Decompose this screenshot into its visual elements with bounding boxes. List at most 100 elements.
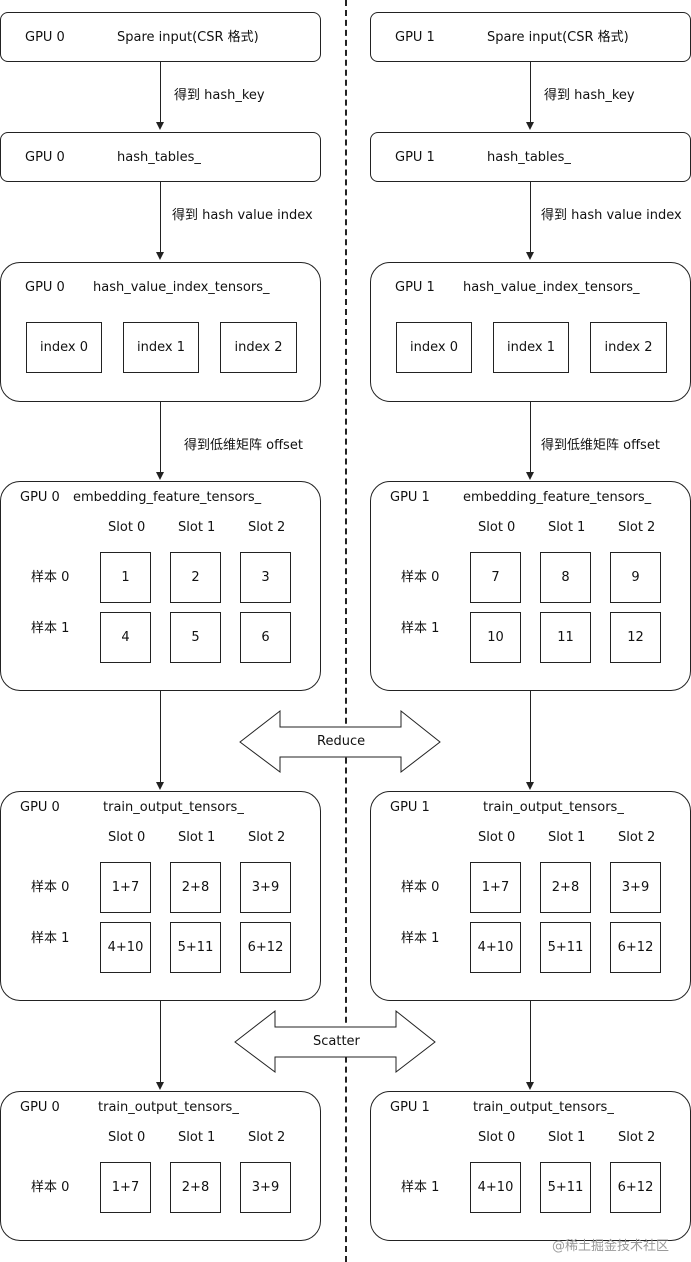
tensor-cell: 8 bbox=[540, 552, 591, 603]
slot-header: Slot 0 bbox=[108, 1130, 146, 1145]
tensor-cell: 3+9 bbox=[610, 862, 661, 913]
arrow-line bbox=[160, 691, 161, 784]
tensor-cell: 3 bbox=[240, 552, 291, 603]
gpu-label: GPU 0 bbox=[20, 800, 60, 815]
arrow-line bbox=[530, 62, 531, 124]
gpu1-train-output-box: GPU 1 train_output_tensors_ Slot 0 Slot … bbox=[370, 791, 691, 1001]
slot-header: Slot 1 bbox=[548, 1130, 586, 1145]
arrow-head bbox=[526, 472, 534, 480]
gpu1-hash-tables-box: GPU 1 hash_tables_ bbox=[370, 132, 691, 182]
arrow-head bbox=[156, 252, 164, 260]
slot-header: Slot 0 bbox=[478, 1130, 516, 1145]
slot-header: Slot 1 bbox=[548, 830, 586, 845]
gpu0-hash-value-index-box: GPU 0 hash_value_index_tensors_ index 0 … bbox=[0, 262, 321, 402]
box-title: embedding_feature_tensors_ bbox=[463, 490, 652, 505]
tensor-cell: 6+12 bbox=[610, 1162, 661, 1213]
edge-label-hash-key: 得到 hash_key bbox=[174, 88, 265, 104]
tensor-cell: 1+7 bbox=[100, 862, 151, 913]
scatter-label: Scatter bbox=[313, 1034, 360, 1049]
index-cell: index 1 bbox=[493, 322, 569, 373]
sample-label: 样本 1 bbox=[401, 1180, 440, 1195]
watermark: @稀土掘金技术社区 bbox=[551, 1239, 669, 1254]
sample-label: 样本 1 bbox=[31, 931, 70, 946]
slot-header: Slot 2 bbox=[248, 830, 286, 845]
tensor-cell: 9 bbox=[610, 552, 661, 603]
scatter-double-arrow bbox=[234, 1009, 436, 1074]
arrow-head bbox=[526, 1082, 534, 1090]
reduce-double-arrow bbox=[239, 709, 441, 774]
slot-header: Slot 0 bbox=[478, 830, 516, 845]
gpu1-input-box: GPU 1 Spare input(CSR 格式) bbox=[370, 12, 691, 62]
slot-header: Slot 2 bbox=[248, 520, 286, 535]
gpu-label: GPU 1 bbox=[395, 30, 435, 45]
tensor-cell: 5+11 bbox=[540, 922, 591, 973]
tensor-cell: 10 bbox=[470, 612, 521, 663]
gpu0-input-box: GPU 0 Spare input(CSR 格式) bbox=[0, 12, 321, 62]
tensor-cell: 3+9 bbox=[240, 862, 291, 913]
arrow-line bbox=[530, 1001, 531, 1084]
tensor-cell: 5+11 bbox=[170, 922, 221, 973]
slot-header: Slot 0 bbox=[478, 520, 516, 535]
gpu-label: GPU 1 bbox=[390, 1100, 430, 1115]
box-title: train_output_tensors_ bbox=[103, 800, 244, 815]
tensor-cell: 12 bbox=[610, 612, 661, 663]
edge-label-offset: 得到低维矩阵 offset bbox=[184, 438, 303, 454]
tensor-cell: 6+12 bbox=[240, 922, 291, 973]
slot-header: Slot 2 bbox=[618, 1130, 656, 1145]
index-cell: index 0 bbox=[396, 322, 472, 373]
arrow-line bbox=[160, 1001, 161, 1084]
box-title: train_output_tensors_ bbox=[483, 800, 624, 815]
box-title: hash_value_index_tensors_ bbox=[93, 280, 270, 295]
reduce-label: Reduce bbox=[317, 734, 366, 749]
arrow-head bbox=[156, 122, 164, 130]
tensor-cell: 4 bbox=[100, 612, 151, 663]
tensor-cell: 2+8 bbox=[540, 862, 591, 913]
box-title: Spare input(CSR 格式) bbox=[487, 30, 629, 45]
slot-header: Slot 1 bbox=[178, 830, 216, 845]
gpu-label: GPU 1 bbox=[390, 490, 430, 505]
sample-label: 样本 0 bbox=[31, 1180, 70, 1195]
box-title: hash_value_index_tensors_ bbox=[463, 280, 640, 295]
slot-header: Slot 2 bbox=[248, 1130, 286, 1145]
slot-header: Slot 2 bbox=[618, 520, 656, 535]
sample-label: 样本 0 bbox=[401, 570, 440, 585]
arrow-head bbox=[156, 472, 164, 480]
gpu-label: GPU 0 bbox=[25, 280, 65, 295]
gpu-divider-line bbox=[345, 0, 347, 1262]
tensor-cell: 2 bbox=[170, 552, 221, 603]
arrow-line bbox=[530, 691, 531, 784]
slot-header: Slot 2 bbox=[618, 830, 656, 845]
sample-label: 样本 0 bbox=[31, 570, 70, 585]
tensor-cell: 11 bbox=[540, 612, 591, 663]
gpu1-hash-value-index-box: GPU 1 hash_value_index_tensors_ index 0 … bbox=[370, 262, 691, 402]
edge-label-offset: 得到低维矩阵 offset bbox=[541, 438, 660, 454]
slot-header: Slot 1 bbox=[548, 520, 586, 535]
gpu-label: GPU 0 bbox=[20, 1100, 60, 1115]
tensor-cell: 5+11 bbox=[540, 1162, 591, 1213]
arrow-head bbox=[156, 1082, 164, 1090]
gpu0-hash-tables-box: GPU 0 hash_tables_ bbox=[0, 132, 321, 182]
index-cell: index 2 bbox=[590, 322, 667, 373]
tensor-cell: 2+8 bbox=[170, 862, 221, 913]
gpu-label: GPU 0 bbox=[25, 150, 65, 165]
sample-label: 样本 1 bbox=[401, 931, 440, 946]
tensor-cell: 1+7 bbox=[100, 1162, 151, 1213]
tensor-cell: 4+10 bbox=[470, 922, 521, 973]
tensor-cell: 1+7 bbox=[470, 862, 521, 913]
gpu-label: GPU 0 bbox=[25, 30, 65, 45]
gpu0-final-output-box: GPU 0 train_output_tensors_ Slot 0 Slot … bbox=[0, 1091, 321, 1241]
edge-label-hash-value-index: 得到 hash value index bbox=[172, 208, 313, 224]
tensor-cell: 6+12 bbox=[610, 922, 661, 973]
gpu-label: GPU 0 bbox=[20, 490, 60, 505]
tensor-cell: 5 bbox=[170, 612, 221, 663]
sample-label: 样本 1 bbox=[401, 621, 440, 636]
gpu0-embedding-feature-box: GPU 0 embedding_feature_tensors_ Slot 0 … bbox=[0, 481, 321, 691]
index-cell: index 0 bbox=[26, 322, 102, 373]
tensor-cell: 4+10 bbox=[470, 1162, 521, 1213]
index-cell: index 1 bbox=[123, 322, 199, 373]
gpu1-embedding-feature-box: GPU 1 embedding_feature_tensors_ Slot 0 … bbox=[370, 481, 691, 691]
box-title: train_output_tensors_ bbox=[473, 1100, 614, 1115]
box-title: embedding_feature_tensors_ bbox=[73, 490, 262, 505]
box-title: hash_tables_ bbox=[117, 150, 201, 165]
gpu0-train-output-box: GPU 0 train_output_tensors_ Slot 0 Slot … bbox=[0, 791, 321, 1001]
